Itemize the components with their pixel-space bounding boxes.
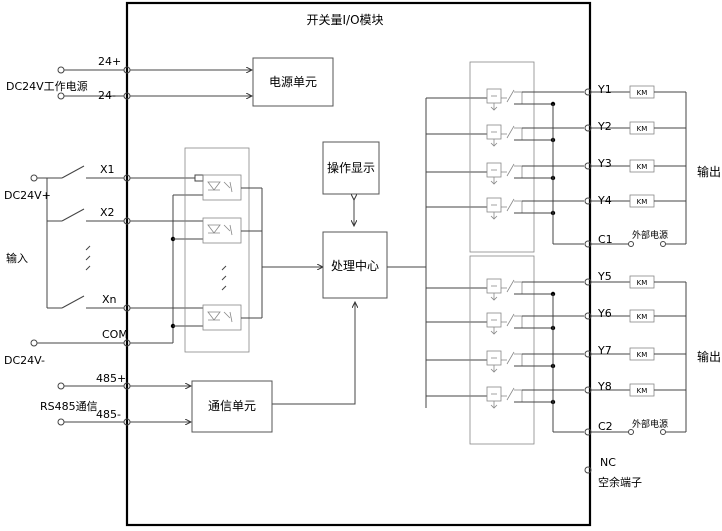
terminal-y5-label: Y5 (597, 270, 612, 283)
svg-text:KM: KM (637, 351, 648, 359)
relay-7 (486, 350, 584, 373)
power-unit-block (252, 57, 334, 107)
terminal-y7-label: Y7 (597, 344, 612, 357)
relay-5 (486, 278, 584, 301)
power-unit-label: 电源单元 (269, 75, 317, 89)
terminal-y2-label: Y2 (597, 120, 612, 133)
dc24v-work-power-label: DC24V工作电源 (6, 79, 88, 93)
terminal-c2-label: C2 (598, 420, 613, 433)
output-terminal-3: KM (584, 159, 686, 173)
rs485-wiring (57, 302, 355, 426)
terminal-y8-label: Y8 (597, 380, 612, 393)
cpu-block (322, 231, 388, 299)
module-frame (125, 1, 592, 527)
terminal-xn-label: Xn (102, 293, 117, 306)
output-1-label: 输出 (697, 164, 721, 179)
optocoupler-1 (202, 174, 242, 201)
relay-group-2 (469, 255, 535, 445)
input-optocoupler-panel (184, 147, 250, 353)
output-fanout-wiring (425, 97, 487, 408)
rs485-label: RS485通信 (40, 400, 98, 413)
svg-text:KM: KM (637, 125, 648, 133)
module-title: 开关量I/O模块 (306, 13, 383, 27)
input-label: 输入 (6, 251, 28, 265)
relay-2 (486, 124, 584, 147)
output-terminal-7: KM (584, 347, 686, 361)
terminal-x1-label: X1 (100, 163, 115, 176)
terminal-y3-label: Y3 (597, 157, 612, 170)
output-terminal-4: KM (584, 194, 686, 208)
terminal-485minus-label: 485- (96, 408, 121, 421)
output-2-label: 输出 (697, 349, 721, 364)
ext-power-2-label: 外部电源 (632, 418, 668, 430)
dc24v-minus-label: DC24V- (4, 354, 45, 367)
svg-text:KM: KM (637, 279, 648, 287)
svg-text:KM: KM (637, 89, 648, 97)
svg-text:KM: KM (637, 313, 648, 321)
comm-unit-label: 通信单元 (208, 399, 256, 413)
terminal-nc-label: NC (600, 456, 616, 469)
common-bus-1 (552, 92, 687, 248)
common-bus-2 (552, 282, 687, 436)
output-terminal-5: KM (584, 275, 686, 289)
optocoupler-dashes (221, 265, 227, 291)
spare-terminal-label: 空余端子 (598, 475, 642, 489)
display-label: 操作显示 (327, 160, 375, 175)
output-terminal-8: KM (584, 383, 686, 397)
comm-unit-block (191, 380, 273, 433)
relay-group-1 (469, 61, 535, 253)
terminal-y4-label: Y4 (597, 194, 612, 207)
cpu-label: 处理中心 (331, 258, 379, 273)
ext-power-1-label: 外部电源 (632, 229, 668, 241)
output-terminals: KM KM KM KM KM KM KM KM (584, 85, 686, 474)
terminal-y1-label: Y1 (597, 83, 612, 96)
relay-8 (486, 386, 584, 409)
terminal-x2-label: X2 (100, 206, 115, 219)
optocoupler-n (202, 304, 242, 331)
terminal-24minus-label: 24- (98, 89, 116, 102)
optocoupler-to-cpu-wiring (241, 187, 323, 319)
power-input-wiring (57, 66, 252, 100)
dc24v-plus-label: DC24V+ (4, 189, 51, 202)
terminal-24plus-label: 24+ (98, 55, 121, 68)
svg-text:KM: KM (637, 198, 648, 206)
display-block (322, 141, 380, 195)
svg-text:KM: KM (637, 387, 648, 395)
relay-set (486, 88, 687, 436)
terminal-com-label: COM (102, 328, 128, 341)
terminal-c1-label: C1 (598, 233, 613, 246)
optocoupler-2 (202, 217, 242, 244)
relay-6 (486, 312, 584, 335)
relay-3 (486, 162, 584, 185)
terminal-485plus-label: 485+ (96, 372, 126, 385)
relay-1 (486, 88, 584, 111)
svg-text:KM: KM (637, 163, 648, 171)
relay-4 (486, 197, 584, 220)
nc-terminal (584, 466, 592, 474)
output-terminal-2: KM (584, 121, 686, 135)
input-wiring (30, 165, 204, 347)
output-terminal-1: KM (584, 85, 686, 99)
output-terminal-6: KM (584, 309, 686, 323)
terminal-y6-label: Y6 (597, 307, 612, 320)
